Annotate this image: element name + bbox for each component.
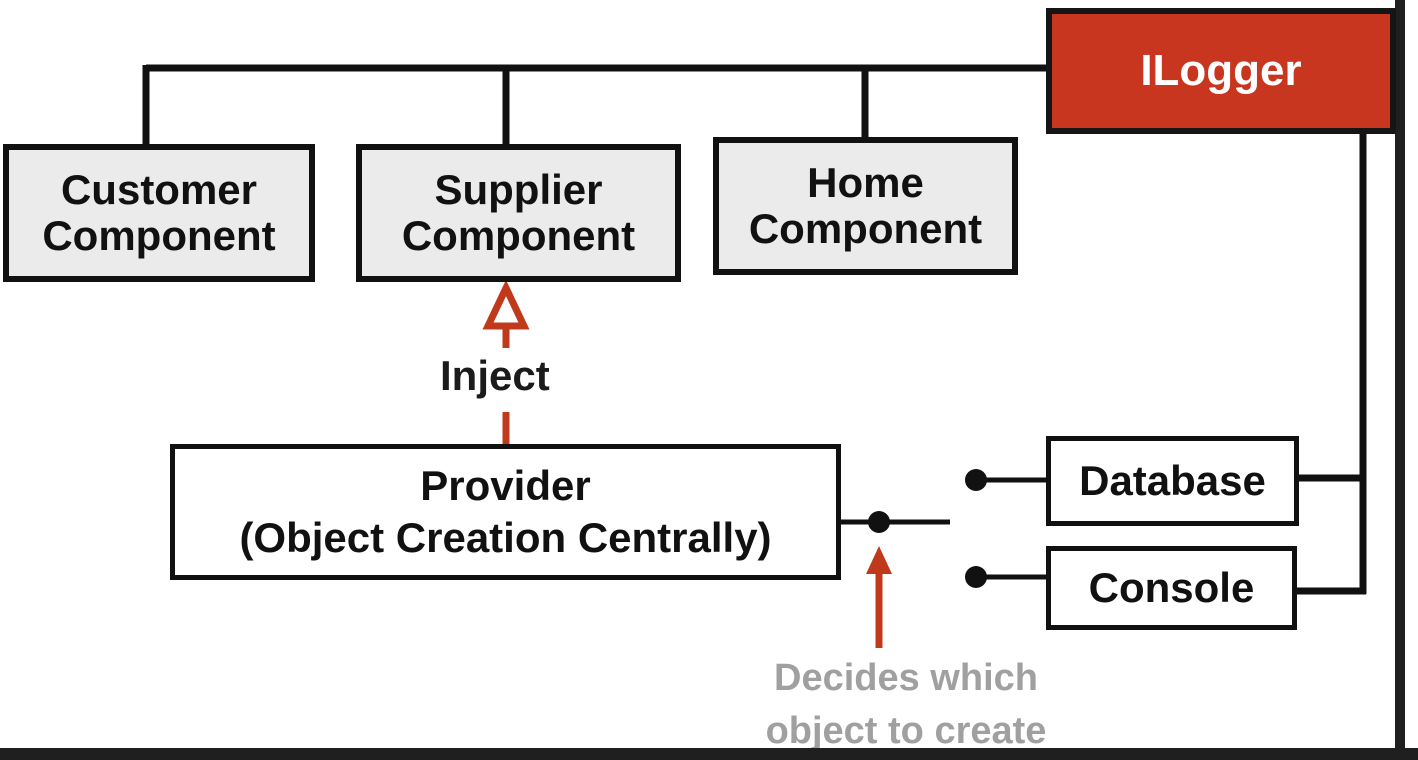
- provider-title: Provider: [420, 461, 591, 509]
- provider-box: Provider (Object Creation Centrally): [170, 444, 841, 580]
- provider-switch-dot: [868, 511, 890, 533]
- customer-component-line1: Customer: [60, 165, 258, 213]
- provider-subtitle: (Object Creation Centrally): [239, 514, 772, 561]
- supplier-component-line1: Supplier: [434, 165, 603, 213]
- inject-label: Inject: [440, 352, 550, 399]
- database-box: Database: [1046, 436, 1299, 526]
- home-component-line1: Home: [807, 158, 924, 206]
- customer-component-box: Customer Component: [3, 144, 315, 282]
- console-box: Console: [1046, 546, 1297, 630]
- ilogger-box: ILogger: [1046, 8, 1396, 134]
- ilogger-label: ILogger: [1140, 46, 1302, 95]
- console-switch-dot: [965, 566, 987, 588]
- console-label: Console: [1088, 563, 1255, 611]
- home-component-line2: Component: [748, 205, 983, 252]
- database-switch-dot: [965, 469, 987, 491]
- home-component-box: Home Component: [713, 137, 1018, 275]
- decides-note-line2: object to create: [765, 710, 1047, 753]
- decides-note: Decides which object to create: [736, 652, 1076, 758]
- decides-note-line1: Decides which: [774, 657, 1038, 699]
- decides-arrow-head: [866, 546, 892, 574]
- database-label: Database: [1079, 456, 1266, 504]
- supplier-component-line2: Component: [401, 212, 636, 259]
- customer-component-line2: Component: [42, 212, 276, 259]
- bottom-strip: [0, 748, 1418, 760]
- inject-arrow-head: [482, 279, 530, 330]
- supplier-component-box: Supplier Component: [356, 144, 681, 282]
